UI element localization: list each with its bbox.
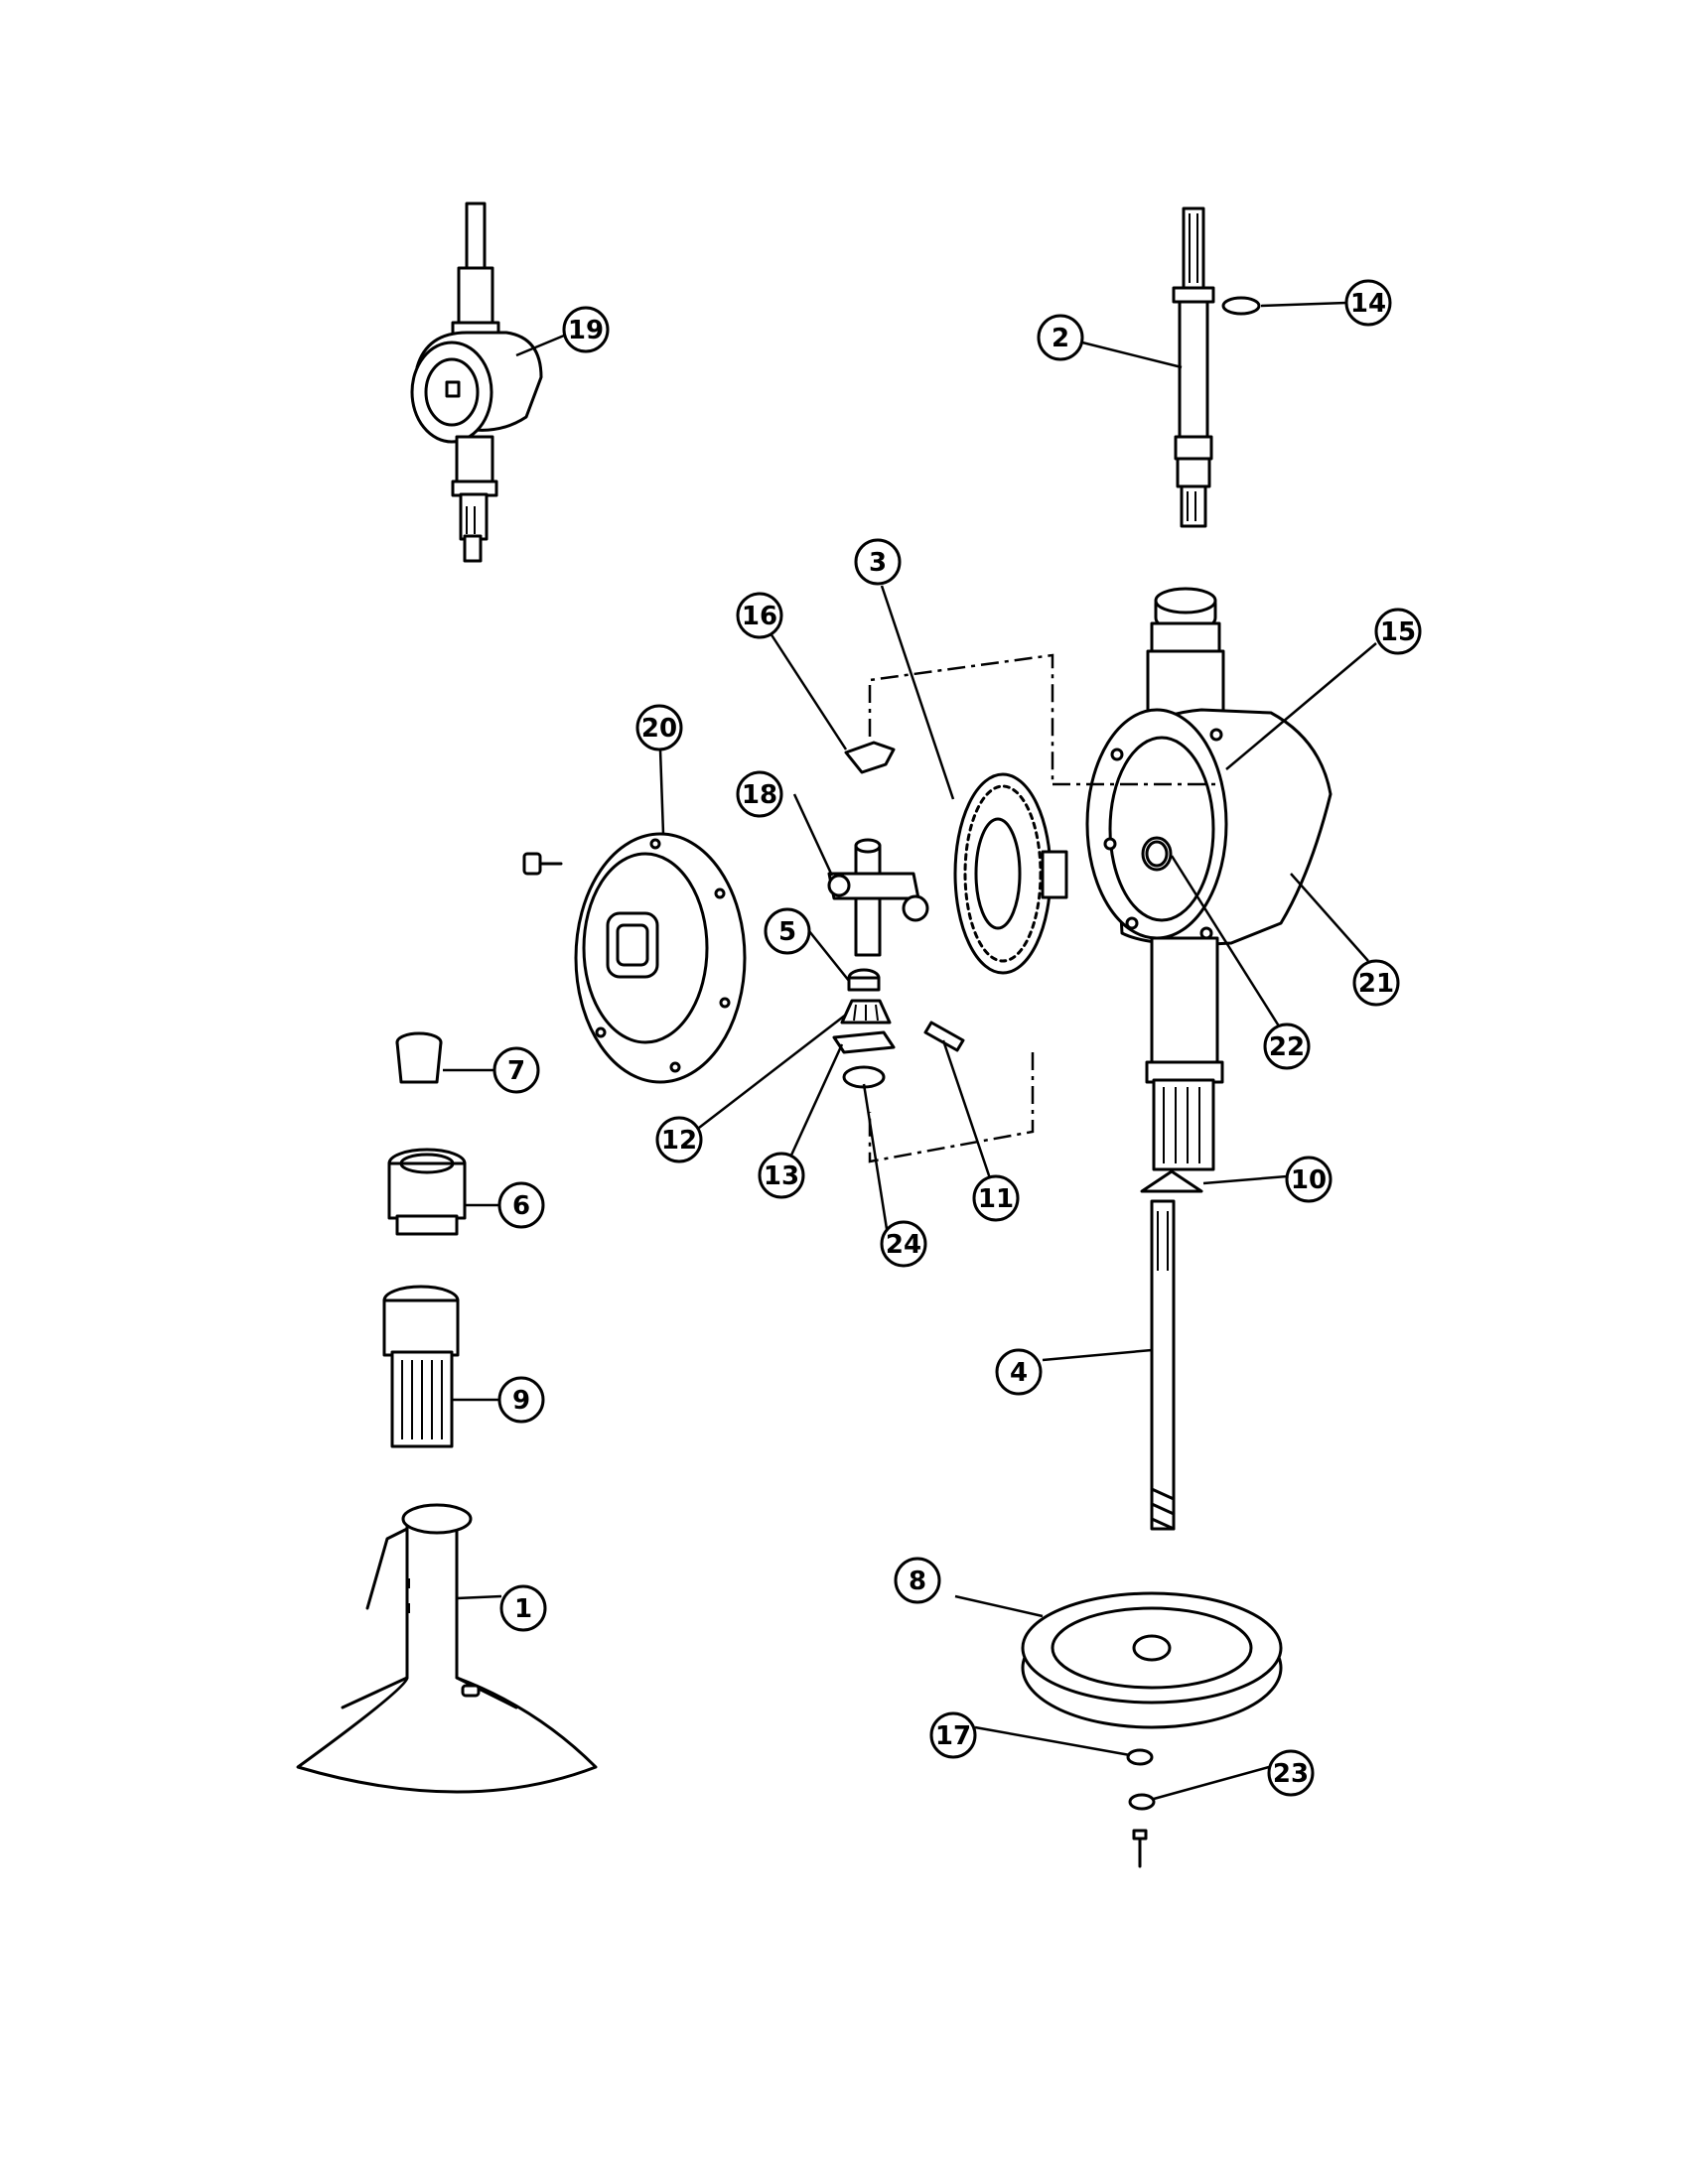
part-16-clip [844, 741, 896, 774]
part-18-crank-yoke [827, 838, 929, 957]
svg-text:23: 23 [1273, 1759, 1309, 1789]
part-5-bushing [847, 968, 881, 992]
assembly-dash-line [868, 653, 1219, 1163]
part-17-washer [1126, 1748, 1154, 1766]
svg-text:4: 4 [1010, 1358, 1028, 1388]
svg-text:22: 22 [1269, 1032, 1305, 1062]
callout-9: 9 [497, 1376, 545, 1424]
callout-13: 13 [758, 1152, 805, 1199]
svg-text:10: 10 [1291, 1165, 1327, 1195]
callout-12: 12 [655, 1116, 703, 1163]
part-14-retaining-ring [1221, 296, 1261, 316]
part-22-washer [1145, 840, 1169, 868]
part-9-filter [382, 1285, 460, 1448]
callout-20: 20 [635, 704, 683, 751]
svg-text:17: 17 [935, 1721, 971, 1751]
bottom-bolt [1132, 1829, 1148, 1868]
svg-text:8: 8 [909, 1567, 926, 1596]
callout-8: 8 [894, 1557, 941, 1604]
part-8-pulley [1021, 1591, 1283, 1729]
svg-text:18: 18 [742, 780, 777, 810]
callout-2: 2 [1037, 314, 1084, 361]
svg-text:9: 9 [512, 1386, 530, 1416]
svg-text:14: 14 [1350, 289, 1386, 319]
part-21-gearcase [1085, 587, 1333, 1171]
callout-15: 15 [1374, 608, 1422, 655]
part-19-transmission-assembly [410, 202, 543, 563]
part-3-main-gear [953, 772, 1068, 975]
callout-6: 6 [497, 1181, 545, 1229]
part-1-agitator [296, 1503, 598, 1794]
callout-19: 19 [562, 306, 610, 353]
svg-text:19: 19 [568, 316, 604, 345]
svg-text:7: 7 [507, 1056, 525, 1086]
callout-17: 17 [929, 1711, 977, 1759]
svg-text:24: 24 [886, 1230, 921, 1260]
callout-22: 22 [1263, 1023, 1311, 1070]
leader-lines [443, 301, 1377, 1801]
part-23-nut [1128, 1793, 1156, 1811]
svg-text:11: 11 [978, 1184, 1014, 1214]
part-20-gearcase-cover [574, 832, 747, 1084]
svg-text:12: 12 [661, 1126, 697, 1156]
callout-3: 3 [854, 538, 902, 586]
callout-11: 11 [972, 1174, 1020, 1222]
part-7-cap [395, 1031, 443, 1084]
callout-14: 14 [1344, 279, 1392, 327]
callout-16: 16 [736, 592, 783, 639]
callout-21: 21 [1352, 959, 1400, 1007]
svg-text:20: 20 [641, 714, 677, 744]
callout-24: 24 [880, 1220, 927, 1268]
part-10-seal [1140, 1169, 1203, 1193]
svg-text:16: 16 [742, 602, 777, 631]
part-4-pinion-shaft [1150, 1199, 1176, 1531]
callout-23: 23 [1267, 1749, 1315, 1797]
part-12-pinion-gear [840, 999, 892, 1024]
part-11-pin [923, 1021, 965, 1052]
svg-text:5: 5 [778, 917, 796, 947]
part-2-agitator-shaft [1172, 206, 1215, 528]
svg-text:21: 21 [1358, 969, 1394, 999]
svg-text:13: 13 [764, 1161, 799, 1191]
svg-text:1: 1 [514, 1594, 532, 1624]
cover-screw [522, 852, 563, 876]
svg-text:6: 6 [512, 1191, 530, 1221]
part-13-thrust-washer [832, 1030, 896, 1054]
svg-text:15: 15 [1380, 617, 1416, 647]
callout-5: 5 [764, 907, 811, 955]
svg-text:3: 3 [869, 548, 887, 578]
svg-text:2: 2 [1052, 324, 1069, 353]
callout-1: 1 [499, 1584, 547, 1632]
callout-10: 10 [1285, 1156, 1333, 1203]
callout-18: 18 [736, 770, 783, 818]
callout-4: 4 [995, 1348, 1043, 1396]
callout-7: 7 [492, 1046, 540, 1094]
part-6-bearing [387, 1148, 467, 1236]
